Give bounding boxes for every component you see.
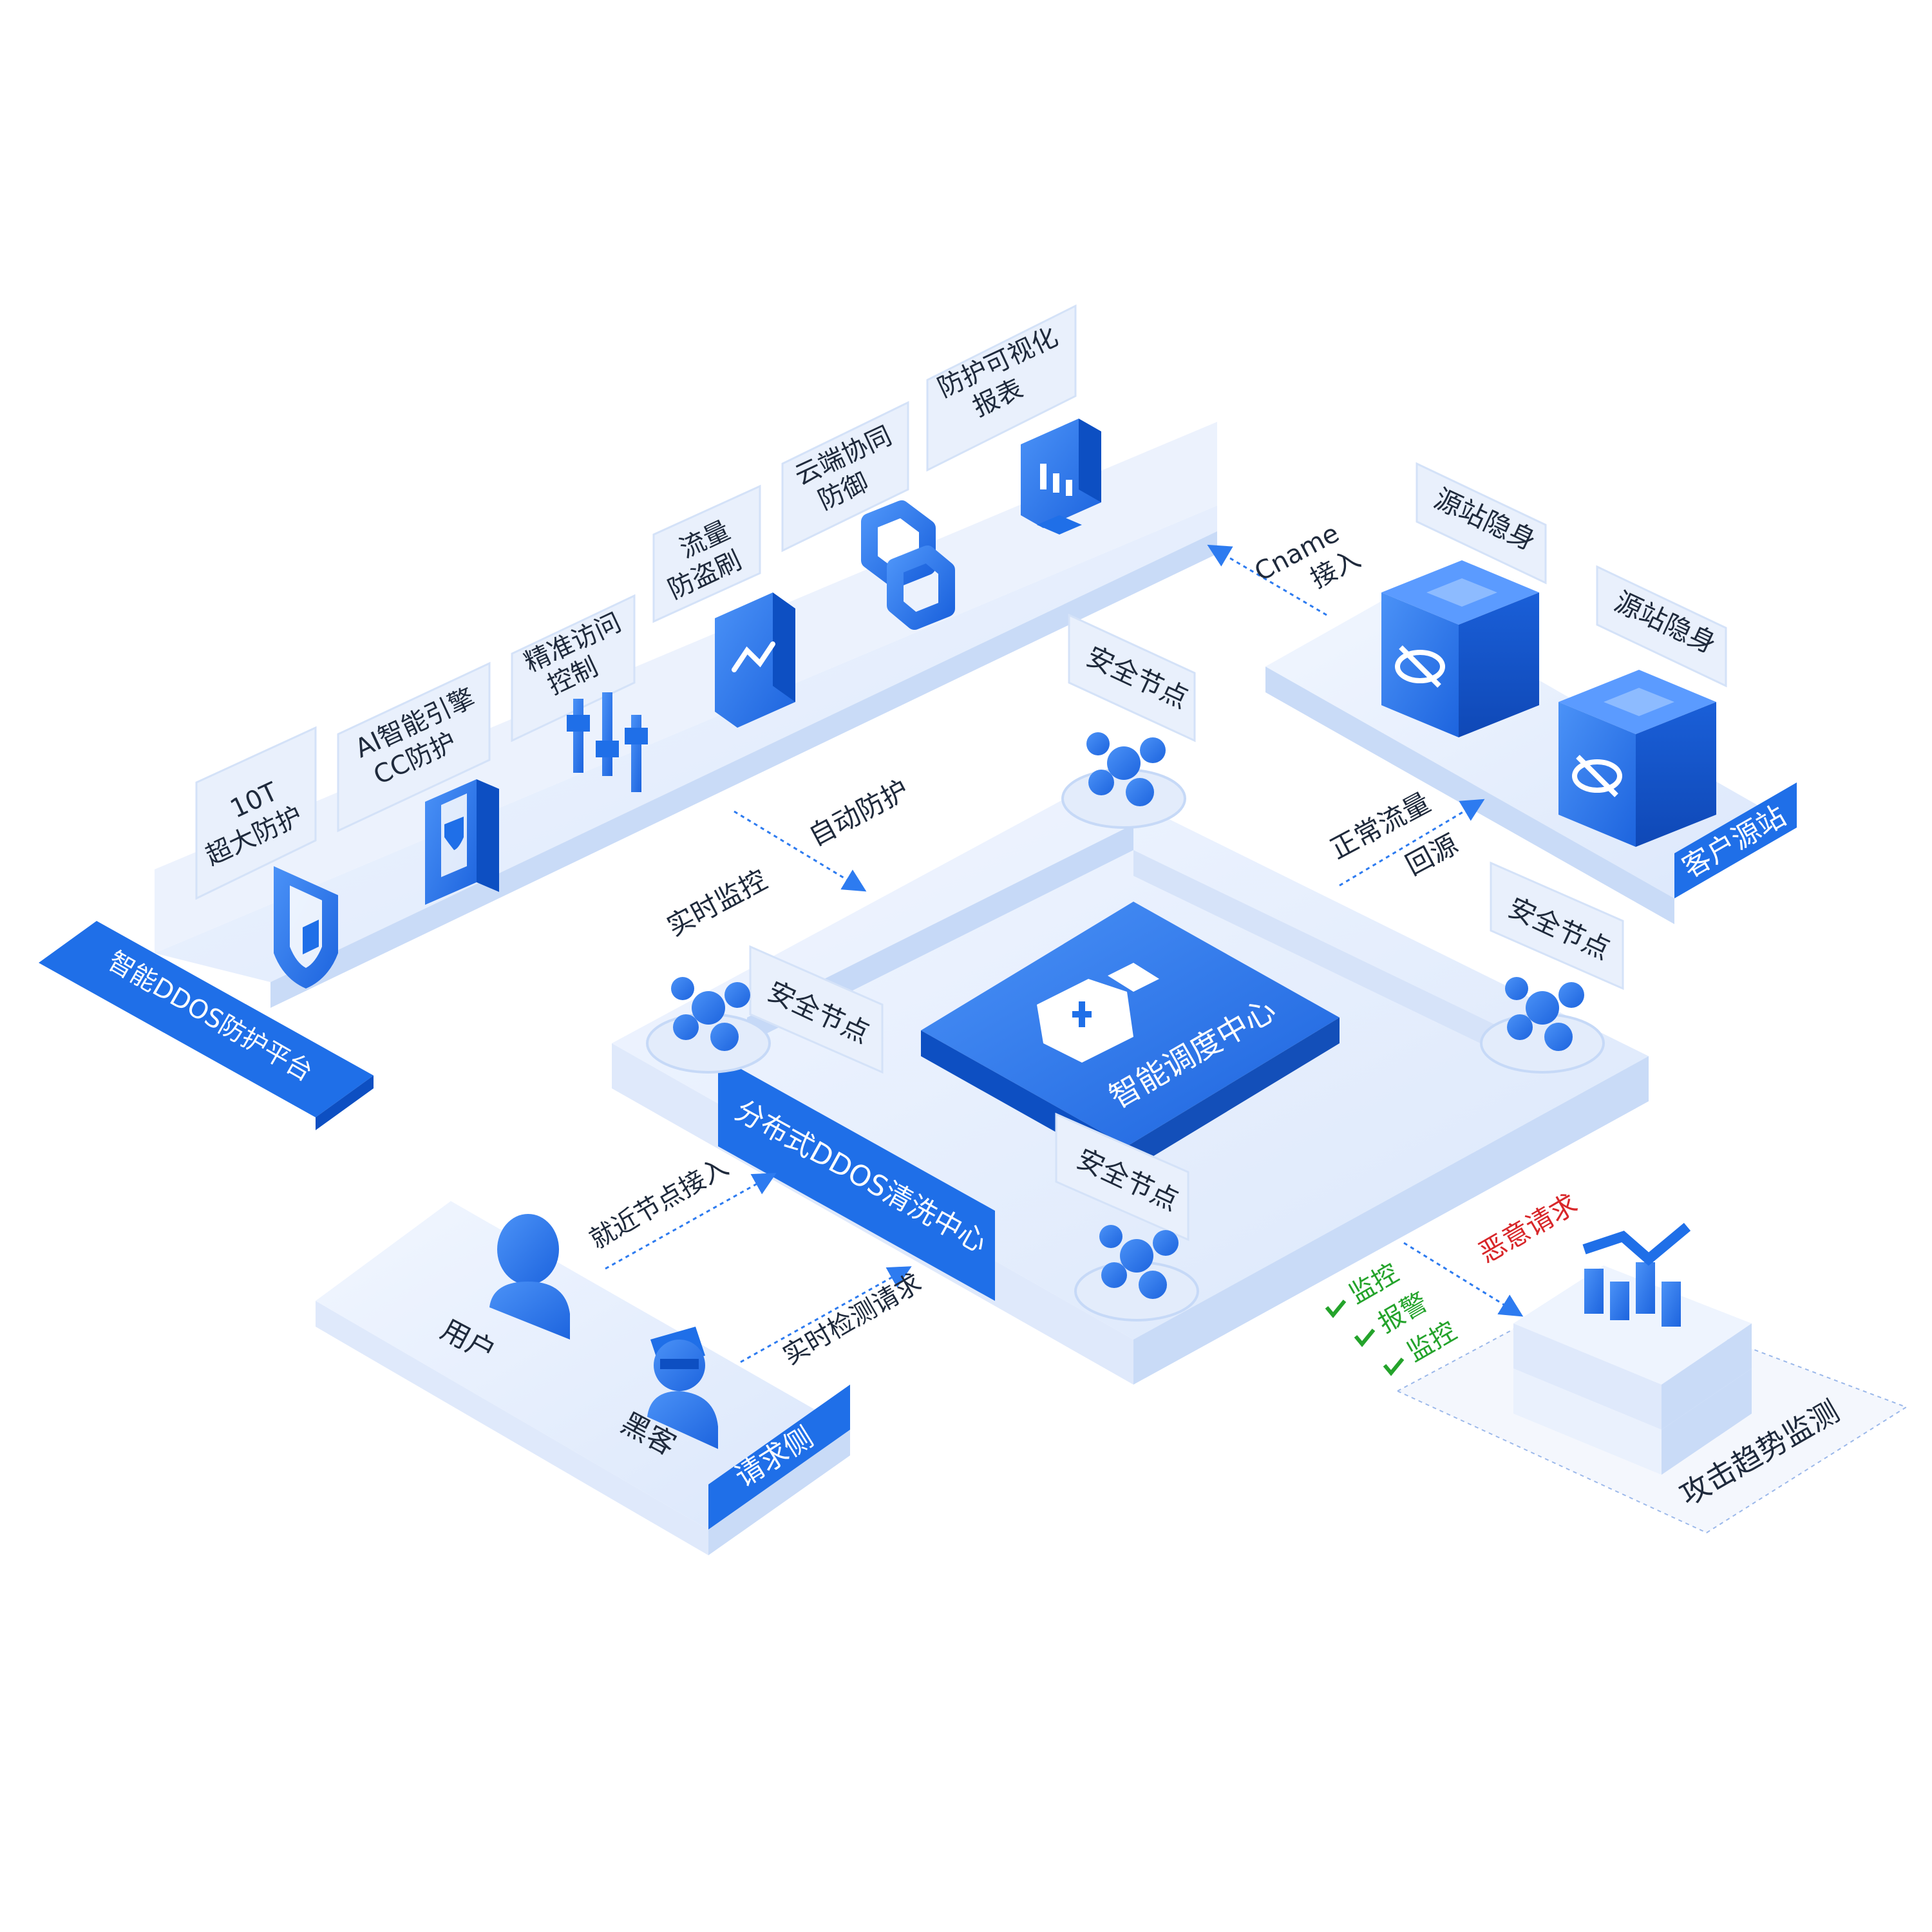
hacker-icon — [647, 1327, 718, 1449]
platform-slab-face — [270, 531, 1217, 1008]
auto-protect-label: 自动防护 — [804, 773, 914, 852]
feature-anti-fraud[interactable]: 流量 防盗刷 — [652, 484, 795, 728]
trend-chart-icon — [1513, 1222, 1752, 1475]
sliders-icon — [567, 692, 648, 792]
check-icon — [1383, 1358, 1405, 1376]
inner-wall-right — [1133, 850, 1507, 1056]
security-node-left[interactable]: 安全节点 — [646, 945, 884, 1074]
link-chain-icon — [861, 500, 955, 630]
back-to-origin-flow: 正常流量 回源 — [1325, 786, 1485, 887]
request-slab-side — [708, 1430, 850, 1555]
phone-shield-icon — [425, 779, 499, 905]
feature-visual-report[interactable]: 防护可视化 报表 — [926, 304, 1101, 535]
platform-slab-upper — [155, 422, 1217, 953]
security-node-right[interactable]: 安全节点 — [1480, 861, 1624, 1074]
attack-trend-monitor: 攻击趋势监测 — [1396, 1222, 1908, 1534]
node-cluster-icon — [1099, 1225, 1179, 1299]
house-node-icon — [1037, 963, 1159, 1063]
monitor-chart-icon — [1021, 419, 1101, 535]
node-cluster-icon — [1086, 732, 1166, 806]
check-icon — [1325, 1300, 1347, 1318]
origin-slab-face — [1265, 667, 1674, 924]
eye-hidden-icon — [1381, 560, 1539, 737]
feature-10t-protection[interactable]: 10T 超大防护 — [195, 726, 338, 989]
traffic-wave-icon — [715, 592, 795, 728]
request-slab-face — [316, 1301, 708, 1555]
origin-hide-card-2[interactable]: 源站隐身 — [1596, 565, 1727, 688]
platform-slab-top — [155, 506, 1217, 982]
user-icon — [489, 1214, 570, 1340]
center-slab-right — [1133, 1056, 1649, 1385]
ddos-platform: 智能DDOS防护平台 10T 超大防护 AI智能引擎 CC防护 — [39, 304, 1217, 1130]
malicious-label: 恶意请求 — [1473, 1188, 1583, 1269]
check-icon — [1354, 1329, 1376, 1347]
node-cluster-icon — [671, 977, 750, 1051]
cname-flow: Cname 接入 — [1207, 518, 1365, 616]
request-side: 请求侧 用户 黑客 — [316, 1201, 850, 1555]
back-to-origin-label: 回源 — [1401, 828, 1463, 882]
security-node-top[interactable]: 安全节点 — [1061, 613, 1196, 829]
nearby-access-label: 就近节点接入 — [585, 1152, 734, 1255]
eye-hidden-icon — [1558, 670, 1716, 847]
shield-icon — [274, 866, 338, 989]
realtime-monitor-label: 实时监控 — [662, 864, 772, 942]
realtime-detect-label: 实时检测请求 — [778, 1268, 927, 1371]
origin-hide-card-1[interactable]: 源站隐身 — [1416, 462, 1547, 585]
node-cluster-icon — [1505, 977, 1584, 1051]
